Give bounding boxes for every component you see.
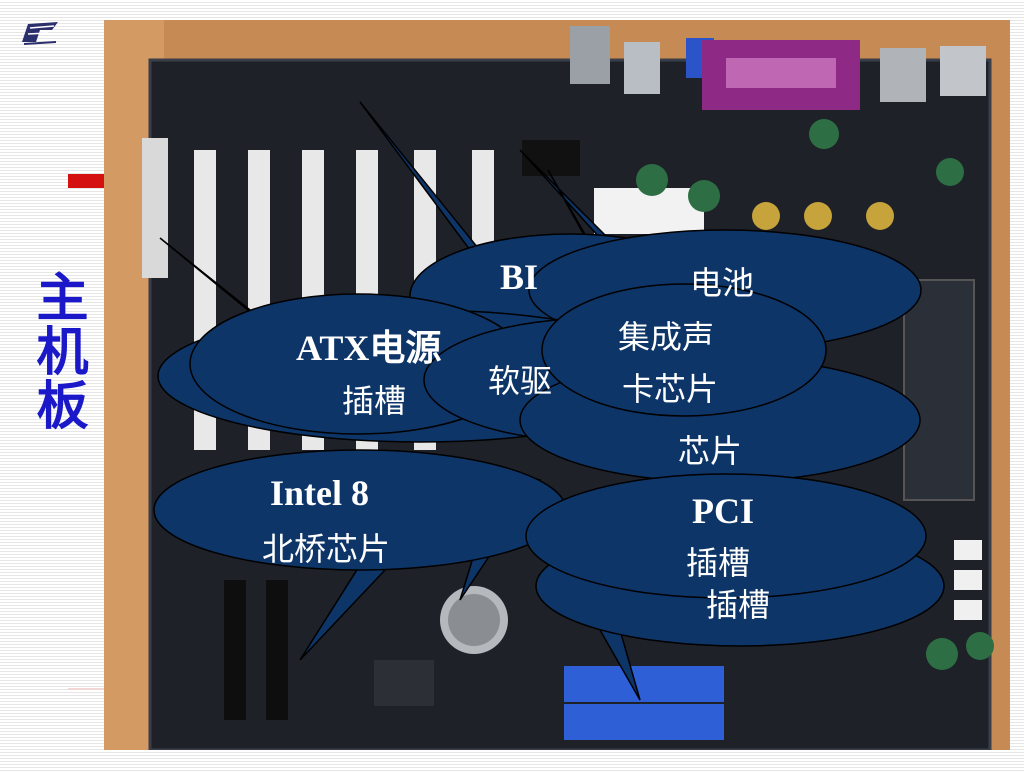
sound-label-line1: 集成声 [618,318,715,356]
battery-label: 电池 [690,264,755,302]
pci-label-line2: 插槽 [686,544,751,582]
sound-callout [541,283,827,417]
southbridge-label: 芯片 [678,432,743,470]
northbridge-label-line2: 北桥芯片 [262,530,391,568]
atx-label-line2: 插槽 [342,382,407,420]
ide-label: 插槽 [706,586,771,624]
publisher-logo-icon [18,18,64,48]
accent-bar [68,174,104,188]
pci-label-line1: PCI [692,491,754,531]
northbridge-label-line1: Intel 8 [270,473,369,513]
bios-label: BI [500,257,539,297]
pci-callout [525,473,927,599]
atx-label-line1: ATX电源 [296,328,442,368]
footer-divider [68,688,104,690]
floppy-label: 软驱 [488,362,553,400]
slide-title: 主机板 [27,270,87,432]
sound-label-line2: 卡芯片 [622,370,719,408]
